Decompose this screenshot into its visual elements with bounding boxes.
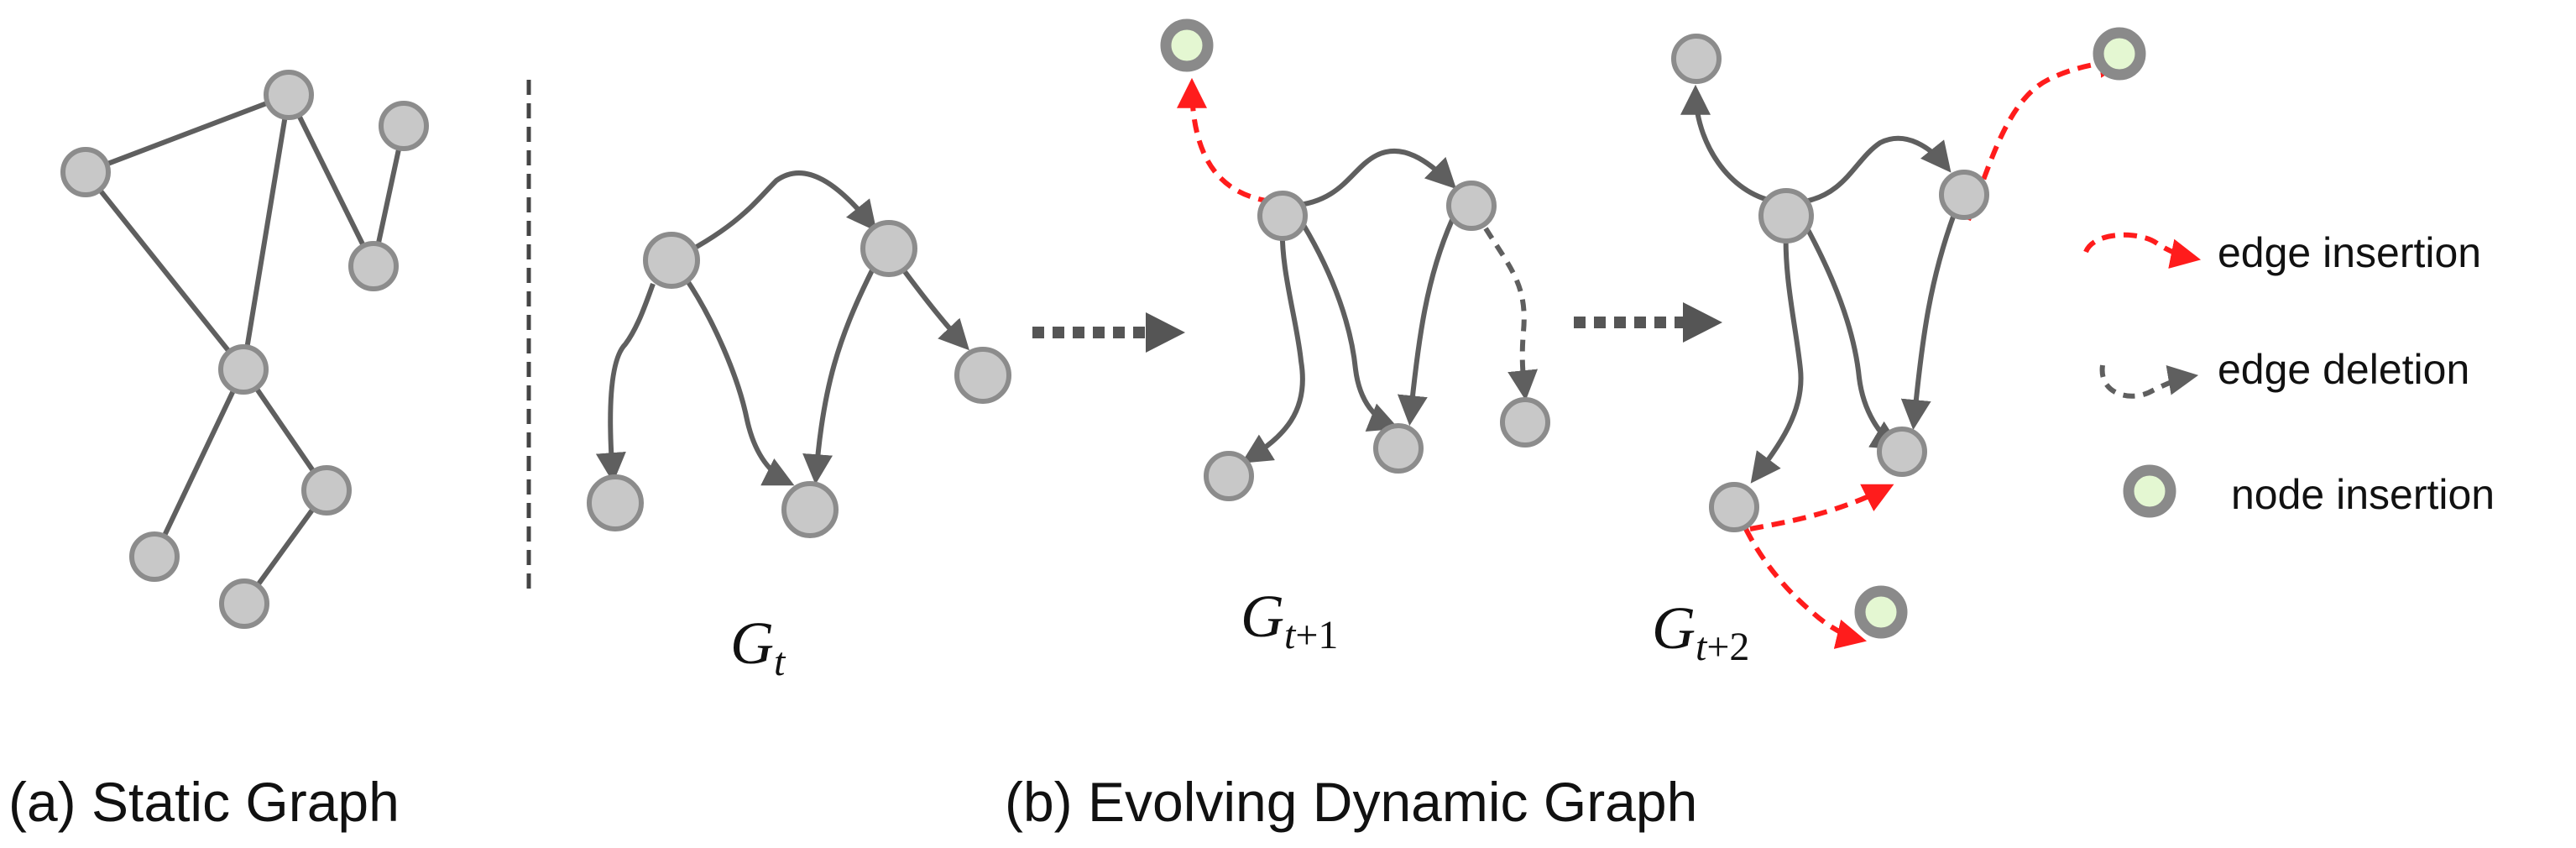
gt1-node xyxy=(1257,191,1308,241)
gt2-new-node xyxy=(2093,27,2146,81)
legend-edge-deletion-label: edge deletion xyxy=(2218,346,2469,393)
static-edge xyxy=(286,93,376,268)
static-edge xyxy=(152,368,246,558)
gt2-edge xyxy=(1804,225,1903,450)
transition-arrow-2 xyxy=(1574,302,1722,343)
legend: edge insertion edge deletion node insert… xyxy=(2083,229,2495,518)
gt2-node xyxy=(1671,34,1722,84)
gt2-edges xyxy=(1680,47,2130,649)
gt-edge xyxy=(595,282,656,484)
legend-edge-insertion: edge insertion xyxy=(2083,229,2481,276)
static-node xyxy=(348,241,399,291)
gt-node xyxy=(781,481,839,538)
gt1-nodes xyxy=(1160,18,1550,501)
gt-node xyxy=(954,347,1011,404)
gt2-node xyxy=(1709,482,1759,532)
static-graph-nodes xyxy=(60,70,429,629)
gt1-node xyxy=(1500,397,1550,448)
static-edge xyxy=(241,94,291,370)
caption-dynamic-graph: (b) Evolving Dynamic Graph xyxy=(1005,771,1697,833)
gt1-node xyxy=(1373,423,1424,474)
gt1-label: Gt+1 xyxy=(1241,583,1338,657)
static-node xyxy=(60,147,111,197)
gt-edge xyxy=(682,275,795,486)
static-node xyxy=(301,465,352,516)
gt2-insertion-edge xyxy=(1966,47,2130,222)
gt2-edge xyxy=(1750,226,1804,484)
gt1-deletion-edge xyxy=(1483,227,1539,401)
gt2-insertion-edge xyxy=(1749,484,1894,531)
gt1-edges xyxy=(1177,77,1539,463)
gt-edges xyxy=(595,170,969,486)
gt-edge xyxy=(802,267,875,485)
static-node xyxy=(129,531,180,582)
gt-edge xyxy=(670,170,877,263)
node-insertion-swatch xyxy=(2123,464,2176,518)
edge-deletion-swatch xyxy=(2099,364,2199,399)
legend-edge-deletion: edge deletion xyxy=(2099,346,2469,399)
gt2-new-node xyxy=(1854,585,1908,639)
legend-node-insertion: node insertion xyxy=(2123,464,2495,518)
gt-node xyxy=(643,232,700,289)
gt1-new-node xyxy=(1160,18,1214,72)
gt1-edge xyxy=(1301,223,1399,432)
legend-node-insertion-label: node insertion xyxy=(2231,471,2495,518)
snapshot-gt: Gt xyxy=(587,170,1011,684)
gt2-node xyxy=(1877,427,1927,477)
gt2-node xyxy=(1939,170,1989,220)
gt2-edge xyxy=(1900,208,1958,431)
gt-label: Gt xyxy=(730,610,786,684)
edge-insertion-swatch xyxy=(2083,232,2202,269)
static-node xyxy=(219,578,269,629)
caption-static-graph: (a) Static Graph xyxy=(8,771,400,833)
gt2-node xyxy=(1758,188,1814,243)
static-edge xyxy=(84,92,290,175)
snapshot-gt2: Gt+2 xyxy=(1652,27,2146,669)
gt1-edge xyxy=(1397,218,1455,427)
static-edge xyxy=(83,170,246,371)
gt2-insertion-edge xyxy=(1743,527,1868,649)
static-node xyxy=(379,101,429,151)
gt2-label: Gt+2 xyxy=(1652,594,1749,669)
gt1-edge xyxy=(1241,222,1305,463)
gt-node xyxy=(860,220,917,277)
static-node xyxy=(218,344,269,395)
gt1-edge xyxy=(1292,149,1457,208)
gt-node xyxy=(587,474,644,531)
legend-edge-insertion-label: edge insertion xyxy=(2218,229,2481,276)
gt1-insertion-edge xyxy=(1177,77,1272,204)
static-node xyxy=(264,70,314,120)
gt2-edge xyxy=(1804,135,1952,204)
snapshot-gt1: Gt+1 xyxy=(1160,18,1550,657)
gt1-node xyxy=(1204,451,1254,501)
static-graph xyxy=(60,70,429,629)
transition-arrow-1 xyxy=(1032,312,1185,353)
gt2-edge xyxy=(1680,84,1776,204)
gt-nodes xyxy=(587,220,1011,538)
gt2-nodes xyxy=(1671,27,2146,639)
gt1-node xyxy=(1446,181,1497,231)
